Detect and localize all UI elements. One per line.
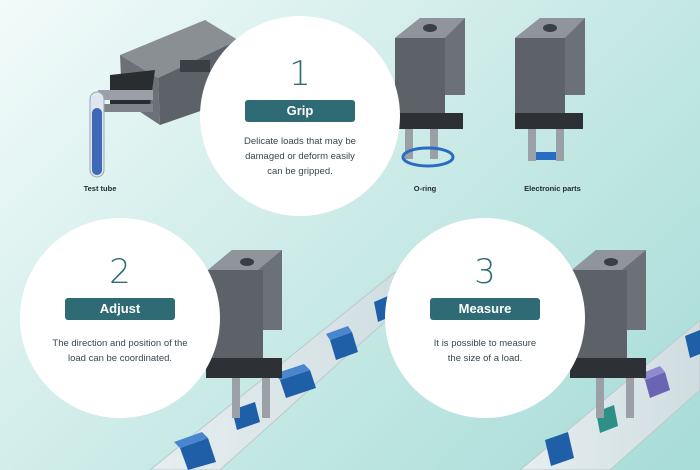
chip-icon bbox=[536, 152, 556, 160]
step-description: It is possible to measure the size of a … bbox=[433, 338, 537, 364]
load-box bbox=[174, 432, 216, 470]
load-box bbox=[326, 326, 358, 360]
step-number: 2 bbox=[109, 252, 131, 292]
step-number: 3 bbox=[474, 252, 496, 292]
label-o-ring: O-ring bbox=[413, 184, 437, 193]
label-electronic-parts: Electronic parts bbox=[524, 184, 581, 193]
label-test-tube: Test tube bbox=[83, 184, 117, 193]
step-title-badge: Grip bbox=[245, 100, 355, 122]
gripper-electronic bbox=[515, 18, 585, 161]
load-box bbox=[685, 330, 700, 358]
step-title-badge: Measure bbox=[430, 298, 540, 320]
step-title-badge: Adjust bbox=[65, 298, 175, 320]
step-description: Delicate loads that may be damaged or de… bbox=[244, 136, 356, 177]
load-box bbox=[545, 432, 574, 466]
o-ring-icon bbox=[401, 146, 455, 168]
load-box-purple bbox=[640, 366, 670, 398]
gripper-o-ring bbox=[395, 18, 465, 168]
step-number: 1 bbox=[289, 54, 311, 94]
step-measure-card: 3 Measure It is possible to measure the … bbox=[385, 218, 585, 418]
step-adjust-card: 2 Adjust The direction and position of t… bbox=[20, 218, 220, 418]
step-grip-card: 1 Grip Delicate loads that may be damage… bbox=[200, 16, 400, 216]
step-description: The direction and position of the load c… bbox=[52, 338, 188, 364]
load-box bbox=[274, 364, 316, 398]
gripper-adjust bbox=[206, 250, 282, 418]
test-tube-icon bbox=[89, 91, 105, 178]
